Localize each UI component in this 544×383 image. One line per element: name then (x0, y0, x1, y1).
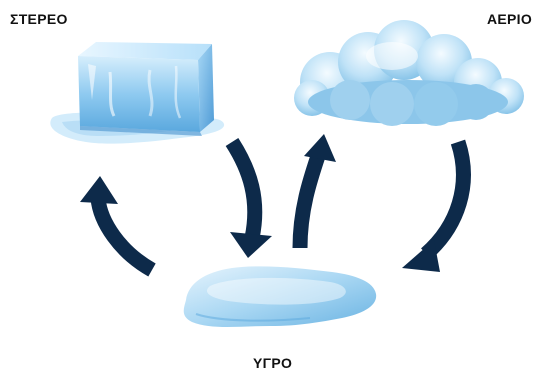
arrow-liquid-to-gas (300, 134, 336, 248)
label-solid: ΣΤΕΡΕΟ (10, 11, 68, 27)
label-gas: ΑΕΡΙΟ (487, 11, 532, 27)
label-liquid: ΥΓΡΟ (253, 355, 292, 371)
arrow-solid-to-liquid (230, 142, 272, 258)
cloud-icon (294, 20, 524, 126)
ice-cube-icon (50, 42, 224, 144)
arrow-liquid-to-solid (80, 176, 152, 270)
arrow-gas-to-liquid (402, 142, 463, 272)
water-puddle-icon (184, 266, 376, 327)
